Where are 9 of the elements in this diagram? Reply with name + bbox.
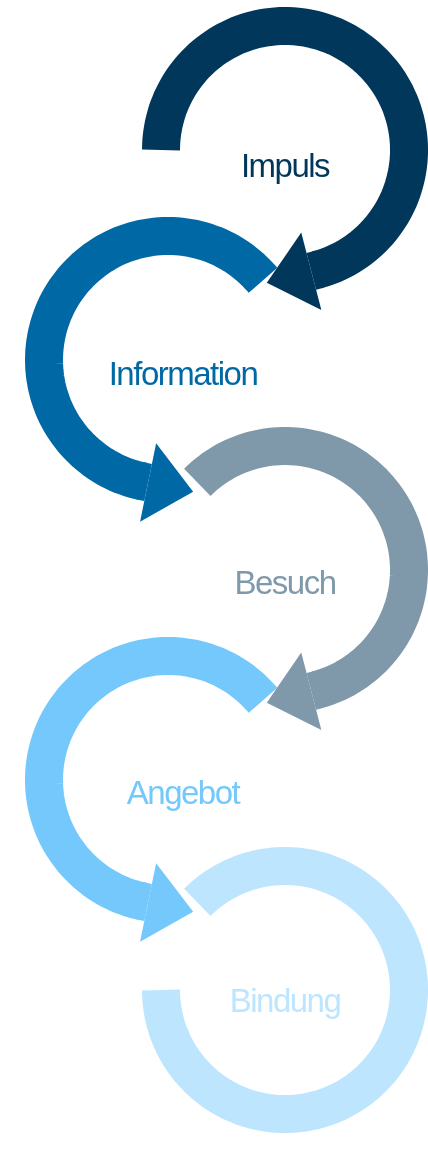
arrow [136, 863, 194, 942]
step-label: Besuch [234, 565, 336, 599]
step-label: Impuls [240, 148, 330, 182]
arrow [136, 443, 194, 522]
arrow [266, 652, 324, 730]
arrow [266, 232, 324, 310]
step-label: Bindung [229, 983, 341, 1017]
step-label: Angebot [126, 775, 240, 809]
step-label: Information [108, 356, 258, 390]
